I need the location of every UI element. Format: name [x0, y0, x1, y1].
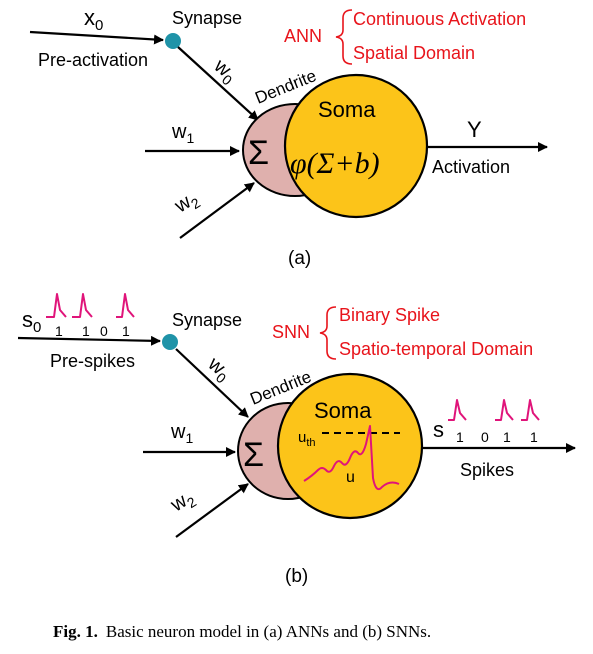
w1-label: w1 — [171, 121, 194, 146]
soma-body — [276, 372, 424, 520]
input-spike — [72, 293, 93, 318]
input-label: s0 — [22, 307, 41, 336]
ann-brace — [335, 9, 353, 65]
output-spike — [495, 399, 514, 421]
w2-label: w2 — [170, 187, 203, 221]
snn-item-binary: Binary Spike — [339, 305, 440, 325]
synapse-node — [165, 33, 181, 49]
soma-label: Soma — [314, 398, 372, 423]
output-bit: 1 — [503, 429, 511, 445]
snn-item-spatiotemporal: Spatio-temporal Domain — [339, 339, 533, 359]
output-bit: 1 — [456, 429, 464, 445]
spikes-label: Spikes — [460, 460, 514, 480]
w2-arrow — [179, 182, 255, 239]
w2-arrow — [175, 483, 249, 538]
snn-label: SNN — [272, 322, 310, 342]
caption-text: Fig. 1.Basic neuron model in (a) ANNs an… — [53, 622, 431, 641]
panel-b-label: (b) — [285, 566, 308, 587]
w0-arrow — [175, 348, 249, 418]
ann-item-spatial: Spatial Domain — [353, 43, 475, 63]
panel-a: x0 Pre-activation Synapse w0 Dendrite Σ … — [29, 5, 548, 269]
potential-label: u — [346, 469, 355, 486]
input-bit: 1 — [122, 323, 130, 339]
input-spike — [46, 293, 67, 318]
input-label: x0 — [84, 5, 103, 34]
ann-item-continuous: Continuous Activation — [353, 9, 526, 29]
input-spike — [116, 293, 135, 318]
w1-label: w1 — [170, 421, 193, 446]
synapse-label: Synapse — [172, 8, 242, 28]
pre-activation-label: Pre-activation — [38, 50, 148, 70]
ann-label: ANN — [284, 26, 322, 46]
threshold-label: uth — [298, 429, 316, 449]
w0-arrow — [177, 46, 259, 121]
output-label: s — [433, 417, 444, 442]
panel-a-label: (a) — [288, 248, 311, 269]
w0-label: w0 — [207, 54, 241, 88]
output-spike — [448, 399, 467, 421]
input-arrow — [29, 30, 164, 45]
w2-label: w2 — [166, 486, 199, 520]
figure-caption: Fig. 1.Basic neuron model in (a) ANNs an… — [53, 622, 431, 641]
w0-label: w0 — [201, 352, 235, 386]
output-spike — [521, 399, 540, 421]
output-bit: 1 — [530, 429, 538, 445]
output-label: Y — [467, 117, 482, 142]
synapse-label: Synapse — [172, 310, 242, 330]
synapse-node — [162, 334, 178, 350]
input-bit: 1 — [55, 323, 63, 339]
membrane-potential-trace — [303, 425, 400, 491]
input-arrow — [17, 335, 161, 346]
soma-formula: φ(Σ+b) — [290, 147, 380, 180]
input-bit: 0 — [100, 323, 108, 339]
activation-label: Activation — [432, 157, 510, 177]
input-bit: 1 — [82, 323, 90, 339]
pre-spikes-label: Pre-spikes — [50, 351, 135, 371]
sum-symbol: Σ — [243, 436, 264, 474]
panel-b: s0 1 1 0 1 Pre-spikes Synapse w0 Dendrit… — [17, 293, 576, 587]
sum-symbol: Σ — [248, 134, 269, 172]
snn-brace — [319, 306, 337, 360]
soma-label: Soma — [318, 97, 376, 122]
output-bit: 0 — [481, 429, 489, 445]
